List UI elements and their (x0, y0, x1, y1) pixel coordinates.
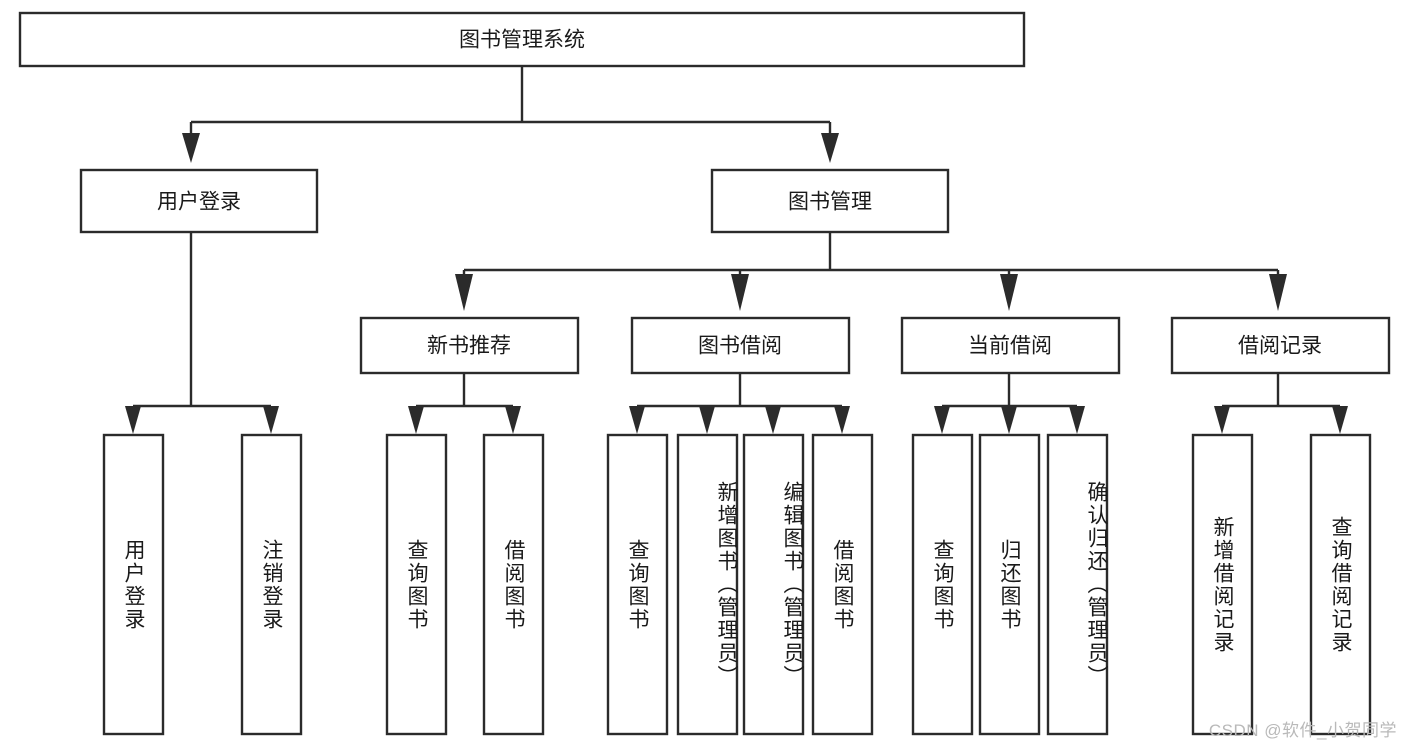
node-box-leaf-11[interactable] (1046, 433, 1109, 736)
arrow-head-leaf-9 (934, 406, 950, 434)
watermark-text: CSDN @软件_小贺同学 (1208, 721, 1397, 740)
node-box-leaf-1[interactable] (102, 433, 165, 736)
node-box-new-book-rec[interactable] (359, 316, 580, 375)
arrow-head-user-login (182, 133, 200, 163)
node-label-root: 图书管理系统 (459, 29, 585, 52)
arrow-head-borrow-record (1269, 274, 1287, 311)
node-box-leaf-8[interactable] (811, 433, 874, 736)
arrow-head-leaf-5 (629, 406, 645, 434)
node-box-leaf-2[interactable] (240, 433, 303, 736)
node-box-current-borrow[interactable] (900, 316, 1121, 375)
node-label-book-borrow: 图书借阅 (698, 335, 782, 358)
arrow-head-current-borrow (1000, 274, 1018, 311)
node-box-leaf-6[interactable] (676, 433, 739, 736)
arrow-head-leaf-11 (1069, 406, 1085, 434)
arrow-head-leaf-12 (1214, 406, 1230, 434)
node-box-leaf-5[interactable] (606, 433, 669, 736)
node-box-leaf-12[interactable] (1191, 433, 1254, 736)
node-label-current-borrow: 当前借阅 (968, 335, 1052, 358)
connector-group-book-manage (455, 232, 1287, 311)
node-label-new-book-rec: 新书推荐 (427, 335, 511, 358)
arrow-head-leaf-6 (699, 406, 715, 434)
node-box-user-login[interactable] (79, 168, 319, 234)
node-box-book-borrow[interactable] (630, 316, 851, 375)
connector-group-current-borrow (934, 373, 1085, 434)
arrow-head-new-book-rec (455, 274, 473, 311)
arrow-head-leaf-2 (263, 406, 279, 434)
node-box-leaf-3[interactable] (385, 433, 448, 736)
arrow-head-leaf-10 (1001, 406, 1017, 434)
node-box-leaf-9[interactable] (911, 433, 974, 736)
arrow-head-leaf-1 (125, 406, 141, 434)
node-box-leaf-7[interactable] (742, 433, 805, 736)
connector-group-new-book-rec (408, 373, 521, 434)
node-box-leaf-10[interactable] (978, 433, 1041, 736)
connector-group-borrow-record (1214, 373, 1348, 434)
arrow-head-leaf-4 (505, 406, 521, 434)
connector-group-root (182, 66, 839, 163)
node-label-book-manage: 图书管理 (788, 191, 872, 214)
arrow-head-leaf-8 (834, 406, 850, 434)
node-box-leaf-13[interactable] (1309, 433, 1372, 736)
connector-group-user-login (125, 232, 279, 434)
node-box-root[interactable] (18, 11, 1026, 68)
node-box-book-manage[interactable] (710, 168, 950, 234)
arrow-head-book-manage (821, 133, 839, 163)
arrow-head-leaf-7 (765, 406, 781, 434)
arrow-head-leaf-3 (408, 406, 424, 434)
arrow-head-book-borrow (731, 274, 749, 311)
node-label-user-login: 用户登录 (157, 191, 241, 214)
node-box-borrow-record[interactable] (1170, 316, 1391, 375)
connector-group-book-borrow (629, 373, 850, 434)
node-label-borrow-record: 借阅记录 (1238, 335, 1322, 358)
node-box-leaf-4[interactable] (482, 433, 545, 736)
arrow-head-leaf-13 (1332, 406, 1348, 434)
